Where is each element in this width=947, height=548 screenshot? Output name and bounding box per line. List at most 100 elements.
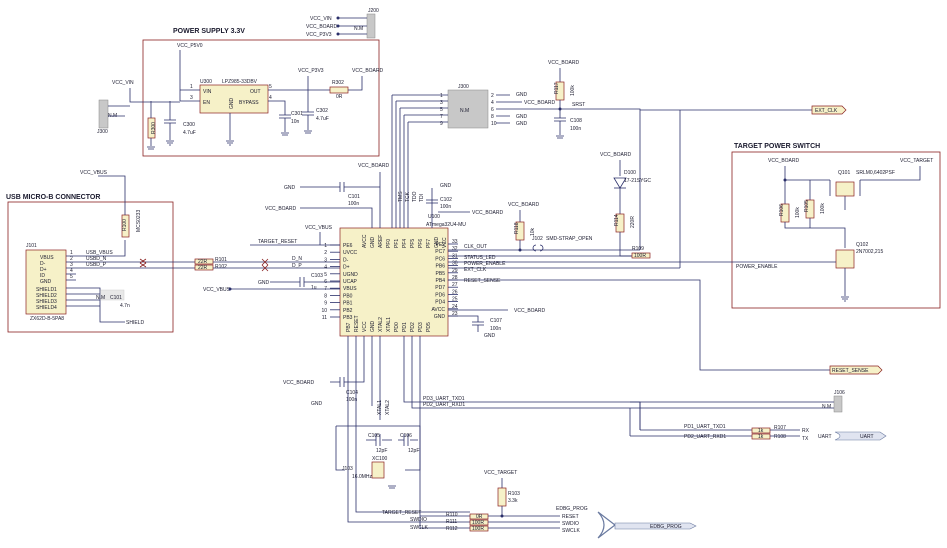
svg-text:C106: C106 — [400, 433, 412, 439]
mcu-left-pin-num: 10 — [321, 308, 327, 314]
crystal-circuit: XC100 J103 16.0MHz C105 12pF C106 12pF X… — [335, 400, 421, 489]
svg-text:Q102: Q102 — [856, 242, 868, 248]
svg-text:J200: J200 — [368, 8, 379, 14]
svg-text:C103: C103 — [311, 273, 323, 279]
svg-text:C107: C107 — [490, 318, 502, 324]
ext-clk-port — [811, 105, 847, 115]
r109 — [631, 252, 651, 259]
svg-text:R114: R114 — [614, 214, 620, 226]
mcu-top-pin-label: AREF — [378, 235, 384, 248]
target-power-switch-box — [731, 151, 941, 309]
svg-text:3: 3 — [70, 262, 73, 268]
mcu-right-pin-num: 23 — [452, 311, 458, 317]
mcu-bottom-pin-label: GND — [370, 321, 376, 333]
clk-out-net: CLK_OUT — [464, 244, 487, 250]
svg-text:100k: 100k — [570, 85, 576, 96]
svg-text:GND: GND — [258, 280, 270, 286]
svg-text:1: 1 — [70, 250, 73, 256]
svg-text:5: 5 — [70, 274, 73, 280]
svg-text:VCC_TARGET: VCC_TARGET — [900, 158, 933, 164]
j200-connector: J200 VCC_VIN VCC_BOARD VCC_P3V3 N.M — [306, 8, 379, 39]
svg-text:C105: C105 — [368, 433, 380, 439]
ext-clk-net: EXT_CLK — [464, 267, 487, 273]
svg-text:XTAL2: XTAL2 — [385, 400, 391, 415]
vcc-board-mcu-top: VCC_BOARD — [358, 163, 390, 169]
vcc-vbus-usb-label: VCC_VBUS — [80, 170, 108, 176]
svg-text:22R: 22R — [198, 265, 208, 271]
mcu-left-pin-num: 3 — [324, 257, 327, 263]
svg-text:17-21SYGC: 17-21SYGC — [624, 178, 651, 184]
svg-text:C301: C301 — [291, 111, 303, 117]
svg-text:TDI: TDI — [419, 194, 425, 202]
mcu-right-pin-label: PC6 — [435, 256, 445, 262]
svg-text:3.3k: 3.3k — [508, 498, 518, 504]
power-supply-title: POWER SUPPLY 3.3V — [173, 28, 245, 35]
mcu-right-pin-num: 27 — [452, 282, 458, 288]
mcu-right-pin-label: PC7 — [435, 249, 445, 255]
svg-text:J300: J300 — [97, 129, 108, 135]
status-led-net: STATUS_LED — [464, 255, 496, 261]
svg-text:1k: 1k — [758, 434, 764, 440]
svg-text:VCC_BOARD: VCC_BOARD — [306, 24, 338, 30]
svg-text:0R: 0R — [476, 514, 483, 520]
svg-text:4.7uF: 4.7uF — [183, 130, 196, 136]
svg-text:2: 2 — [491, 93, 494, 99]
vcc-board-jtag: VCC_BOARD — [524, 100, 556, 106]
svg-text:22R: 22R — [198, 259, 208, 265]
mcu-left-pin-num: 9 — [324, 301, 327, 307]
svg-text:C300: C300 — [183, 122, 195, 128]
svg-text:5: 5 — [269, 84, 272, 90]
status-led: VCC_BOARD D100 17-21SYGC R114 220R — [600, 152, 651, 257]
mcu-u100: U100 ATmega32U4-MU — [339, 214, 466, 337]
reset-circuit: VCC_BOARD R117 100k C108 100n SRST — [548, 60, 641, 250]
svg-text:1: 1 — [440, 93, 443, 99]
power-switch-circuit: VCC_BOARD VCC_TARGET Q101 SRLM0,6402PSF … — [736, 158, 933, 302]
mcu-top-pin-label: PF5 — [410, 239, 416, 248]
vcc-usb-label: VCC_VBUS — [305, 225, 333, 231]
svg-text:GND: GND — [516, 92, 528, 98]
svg-text:SHIELD3: SHIELD3 — [36, 299, 57, 305]
power-supply-box — [142, 39, 380, 157]
edbg-reset-pin: RESET — [562, 514, 579, 520]
mcu-right-pin-label: PD7 — [435, 285, 445, 291]
mcu-left-pin-label: UVCC — [343, 250, 358, 256]
svg-text:1u: 1u — [311, 285, 317, 291]
svg-text:5: 5 — [440, 107, 443, 113]
svg-text:C302: C302 — [316, 108, 328, 114]
mcu-right-pin-num: 29 — [452, 268, 458, 274]
svg-text:OUT: OUT — [250, 89, 261, 95]
svg-text:J106: J106 — [834, 390, 845, 396]
svg-text:10k: 10k — [530, 227, 536, 236]
mcu-right-pin-num: 30 — [452, 261, 458, 267]
mcu-left-pin-label: UCAP — [343, 279, 358, 285]
mcu-top-pin-label: AVCC — [362, 234, 368, 248]
mcu-left-pins: PE61UVCC2D-3D+4UGND5UCAP6VBUS7PB08PB19PB… — [321, 243, 358, 321]
svg-text:GND: GND — [284, 185, 296, 191]
pd2-uart-rxd1-out: PD2_UART_RXD1 — [684, 434, 726, 440]
svg-text:100n: 100n — [490, 326, 501, 332]
svg-text:J103: J103 — [342, 466, 353, 472]
svg-text:GND: GND — [516, 114, 528, 120]
svg-text:4: 4 — [491, 100, 494, 106]
svg-text:R118: R118 — [514, 222, 520, 234]
mcu-bottom-pin-label: PD1 — [402, 322, 408, 332]
svg-text:EN: EN — [203, 100, 210, 106]
svg-text:VIN: VIN — [203, 89, 212, 95]
svg-text:7: 7 — [440, 114, 443, 120]
svg-text:VCC_VIN: VCC_VIN — [310, 16, 332, 22]
mcu-right-pin-label: PB6 — [436, 264, 446, 270]
mcu-left-pin-label: UGND — [343, 272, 358, 278]
svg-text:TMS: TMS — [398, 191, 404, 202]
svg-text:N.M: N.M — [96, 295, 105, 301]
svg-text:SHIELD1: SHIELD1 — [36, 287, 57, 293]
r103-pullup: VCC_TARGET R103 3.3k — [484, 470, 520, 518]
svg-text:GND: GND — [229, 98, 235, 110]
svg-text:100n: 100n — [440, 204, 451, 210]
svg-text:VCC_P3V3: VCC_P3V3 — [306, 32, 332, 38]
svg-text:10: 10 — [491, 121, 497, 127]
edbg-prog-port — [614, 522, 697, 530]
mcu-top-pin-label: PF7 — [426, 239, 432, 248]
j106-connector: J106 N.M — [629, 390, 845, 436]
